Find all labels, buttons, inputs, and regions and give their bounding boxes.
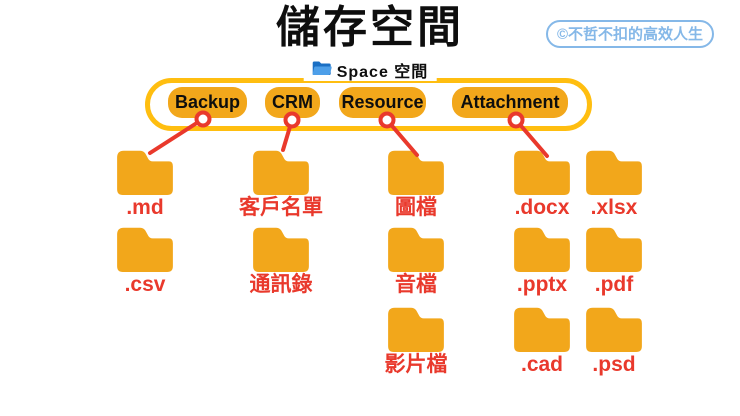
folder-item: 客戶名單 xyxy=(221,146,341,219)
folder-item: .psd xyxy=(554,303,674,376)
open-folder-icon xyxy=(312,60,332,81)
folder-item: 圖檔 xyxy=(356,146,476,219)
folder-icon xyxy=(586,150,642,196)
folder-icon xyxy=(586,307,642,353)
folder-item: 影片檔 xyxy=(356,303,476,376)
folder-icon xyxy=(514,150,570,196)
folder-item: .pptx xyxy=(482,223,602,296)
folder-icon xyxy=(388,150,444,196)
space-header: Space 空間 xyxy=(303,59,437,81)
folder-label: 影片檔 xyxy=(384,353,448,376)
folder-label: .psd xyxy=(592,353,636,376)
folder-item: .cad xyxy=(482,303,602,376)
folder-icon xyxy=(514,227,570,273)
space-label: Space 空間 xyxy=(336,64,429,81)
folder-icon xyxy=(117,150,173,196)
folder-icon xyxy=(514,307,570,353)
folder-label: 通訊錄 xyxy=(249,273,313,296)
backup-button: Backup xyxy=(168,87,247,118)
folder-icon xyxy=(117,227,173,273)
folder-item: 通訊錄 xyxy=(221,223,341,296)
attachment-button: Attachment xyxy=(452,87,568,118)
folder-label: .pptx xyxy=(516,273,568,296)
folder-label: .xlsx xyxy=(590,196,638,219)
watermark-badge: ©不哲不扣的高效人生 xyxy=(545,20,714,48)
folder-icon xyxy=(253,150,309,196)
folder-label: .md xyxy=(126,196,164,219)
page-title: 儲存空間 xyxy=(276,3,464,52)
folder-icon xyxy=(388,227,444,273)
folder-item: .xlsx xyxy=(554,146,674,219)
folder-label: .cad xyxy=(520,353,564,376)
folder-label: 音檔 xyxy=(395,273,437,296)
folder-item: .pdf xyxy=(554,223,674,296)
folder-item: 音檔 xyxy=(356,223,476,296)
folder-icon xyxy=(586,227,642,273)
resource-button: Resource xyxy=(339,87,426,118)
folder-label: 客戶名單 xyxy=(239,196,323,219)
crm-button: CRM xyxy=(265,87,320,118)
folder-icon xyxy=(388,307,444,353)
folder-icon xyxy=(253,227,309,273)
folder-item: .csv xyxy=(85,223,205,296)
folder-label: .docx xyxy=(514,196,570,219)
folder-item: .md xyxy=(85,146,205,219)
folder-label: .pdf xyxy=(594,273,634,296)
folder-label: .csv xyxy=(124,273,166,296)
folder-label: 圖檔 xyxy=(395,196,437,219)
folder-item: .docx xyxy=(482,146,602,219)
